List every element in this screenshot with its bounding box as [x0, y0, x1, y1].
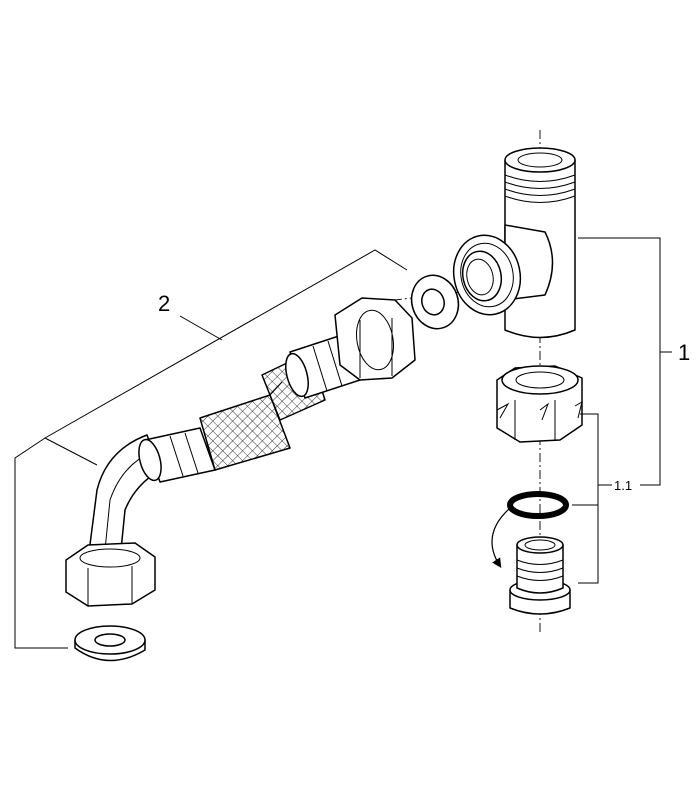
callout-connector-set: 1.1 [614, 478, 632, 493]
leader-lines [14, 237, 672, 649]
rotation-arrow [491, 507, 511, 569]
callout-hose-assembly: 2 [158, 291, 170, 316]
o-ring [507, 491, 569, 519]
lower-washer [74, 625, 146, 662]
flexible-hose [65, 297, 416, 607]
upper-washer [410, 274, 460, 330]
callout-tee-assembly: 1 [678, 340, 690, 365]
tee-fitting [452, 147, 576, 339]
hex-nut [496, 365, 583, 443]
connector-nipple [509, 536, 571, 615]
